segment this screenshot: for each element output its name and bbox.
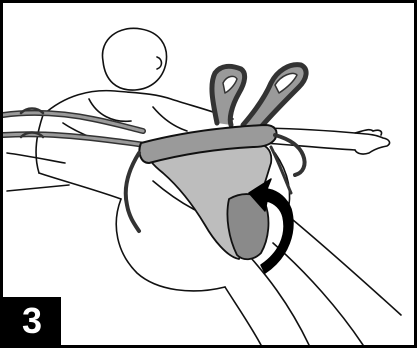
arm-upper-edge: [265, 128, 373, 133]
leg-right-outer: [287, 215, 401, 315]
side-strap-right-2: [271, 147, 291, 193]
step-number-badge: 3: [3, 297, 61, 345]
shirt-fold-2: [153, 107, 187, 131]
leg-left-outer: [225, 287, 261, 345]
thumb: [373, 130, 382, 135]
arm-lower-edge: [265, 143, 355, 150]
left-arm-bottom: [7, 185, 69, 191]
leg-right-inner: [273, 243, 363, 345]
ear: [157, 57, 162, 69]
head: [102, 28, 166, 90]
side-strap-left: [126, 153, 139, 231]
sling-placement-illustration: [3, 3, 414, 345]
torso-left-side: [36, 115, 43, 173]
top-strap-1: [212, 66, 245, 125]
hand: [355, 133, 390, 154]
